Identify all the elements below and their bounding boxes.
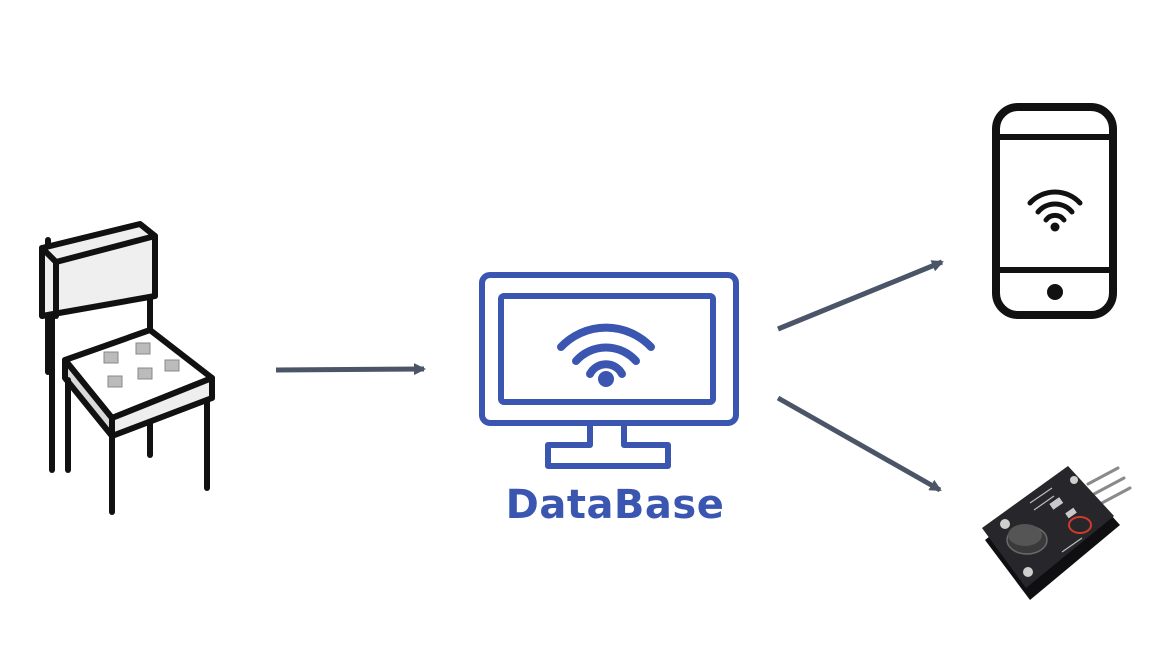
- wifi-icon: [557, 323, 655, 378]
- database-label: DataBase: [505, 482, 725, 528]
- wifi-dot: [598, 371, 614, 387]
- chair-icon: [39, 221, 215, 515]
- vibration-motor-module-icon: [982, 466, 1132, 600]
- arrow-database-to-vibration-module: [776, 395, 942, 493]
- pressure-sensor-pads: [103, 342, 180, 388]
- monitor-wifi-icon: [479, 272, 739, 469]
- arrow-chair-to-database: [275, 363, 426, 376]
- arrow-database-to-phone: [777, 259, 944, 332]
- smartphone-wifi-icon: [992, 103, 1117, 319]
